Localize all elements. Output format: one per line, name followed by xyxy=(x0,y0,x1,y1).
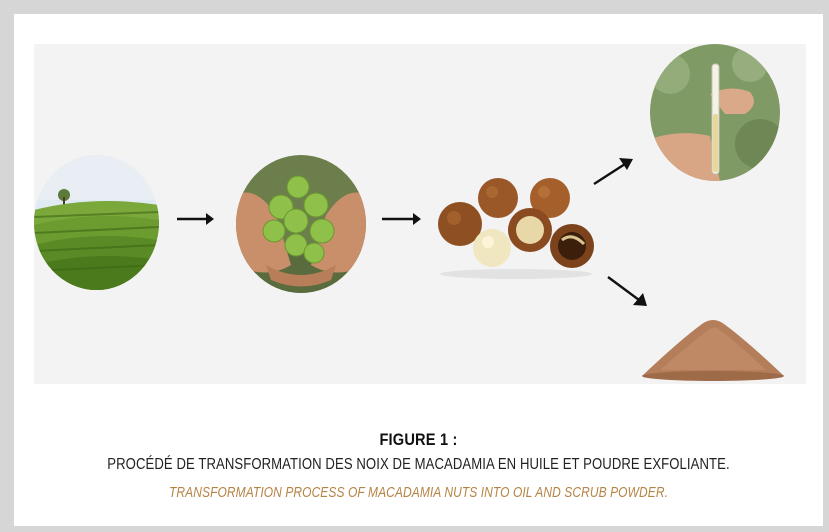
arrow-down-right-icon xyxy=(607,276,647,306)
figure-caption-fr: PROCÉDÉ DE TRANSFORMATION DES NOIX DE MA… xyxy=(107,456,730,473)
harvested-nuts-image xyxy=(236,155,366,293)
plantation-image xyxy=(34,155,159,290)
figure-caption-en: TRANSFORMATION PROCESS OF MACADAMIA NUTS… xyxy=(169,484,668,501)
scrub-powder-image xyxy=(640,310,786,382)
macadamia-nuts-image xyxy=(432,168,600,280)
figure-title: FIGURE 1 : xyxy=(379,430,458,449)
arrow-right-icon xyxy=(177,213,214,225)
arrow-right-icon xyxy=(382,213,421,225)
arrow-up-right-icon xyxy=(593,158,633,186)
oil-tube-image xyxy=(650,44,780,181)
